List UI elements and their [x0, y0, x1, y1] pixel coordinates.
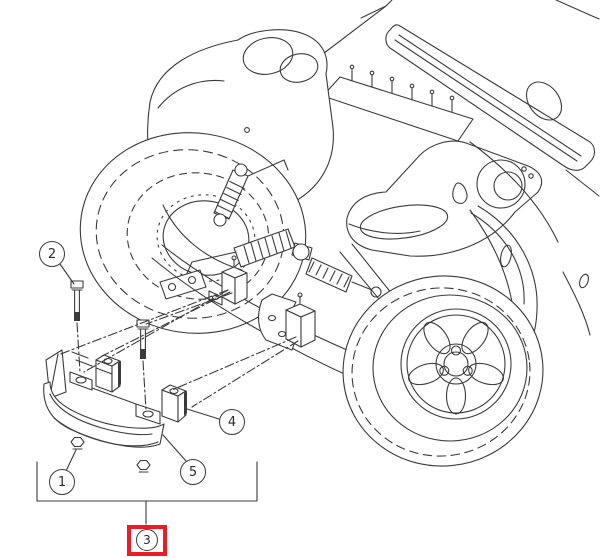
nut-left [70, 436, 85, 450]
seat-pan [346, 140, 543, 257]
callout-3-label: 3 [143, 533, 151, 547]
suspension-steering [159, 159, 382, 300]
bolt-left [70, 280, 84, 321]
bumper-stop-right [161, 384, 187, 423]
bumper-stop-left [95, 354, 121, 393]
exploded-bumper-assembly [43, 280, 187, 473]
callout-5-label: 5 [188, 464, 198, 480]
callout-1[interactable]: 1 [49, 469, 75, 495]
callout-4[interactable]: 4 [219, 409, 245, 435]
bolt-right [136, 319, 150, 359]
right-wheel [342, 275, 544, 467]
callout-2-label: 2 [47, 246, 57, 262]
callout-1-label: 1 [57, 474, 67, 490]
group-bracket [36, 461, 258, 525]
callout-2[interactable]: 2 [39, 241, 65, 267]
callout-leaders [59, 263, 220, 472]
nut-bottom [136, 459, 151, 473]
callout-3[interactable]: 3 [136, 529, 158, 551]
rear-deck [257, 0, 600, 336]
callout-5[interactable]: 5 [180, 459, 206, 485]
projection-lines [57, 289, 299, 411]
battery-tray [322, 64, 474, 142]
callout-4-label: 4 [227, 414, 237, 430]
bumper-bar [43, 349, 165, 448]
